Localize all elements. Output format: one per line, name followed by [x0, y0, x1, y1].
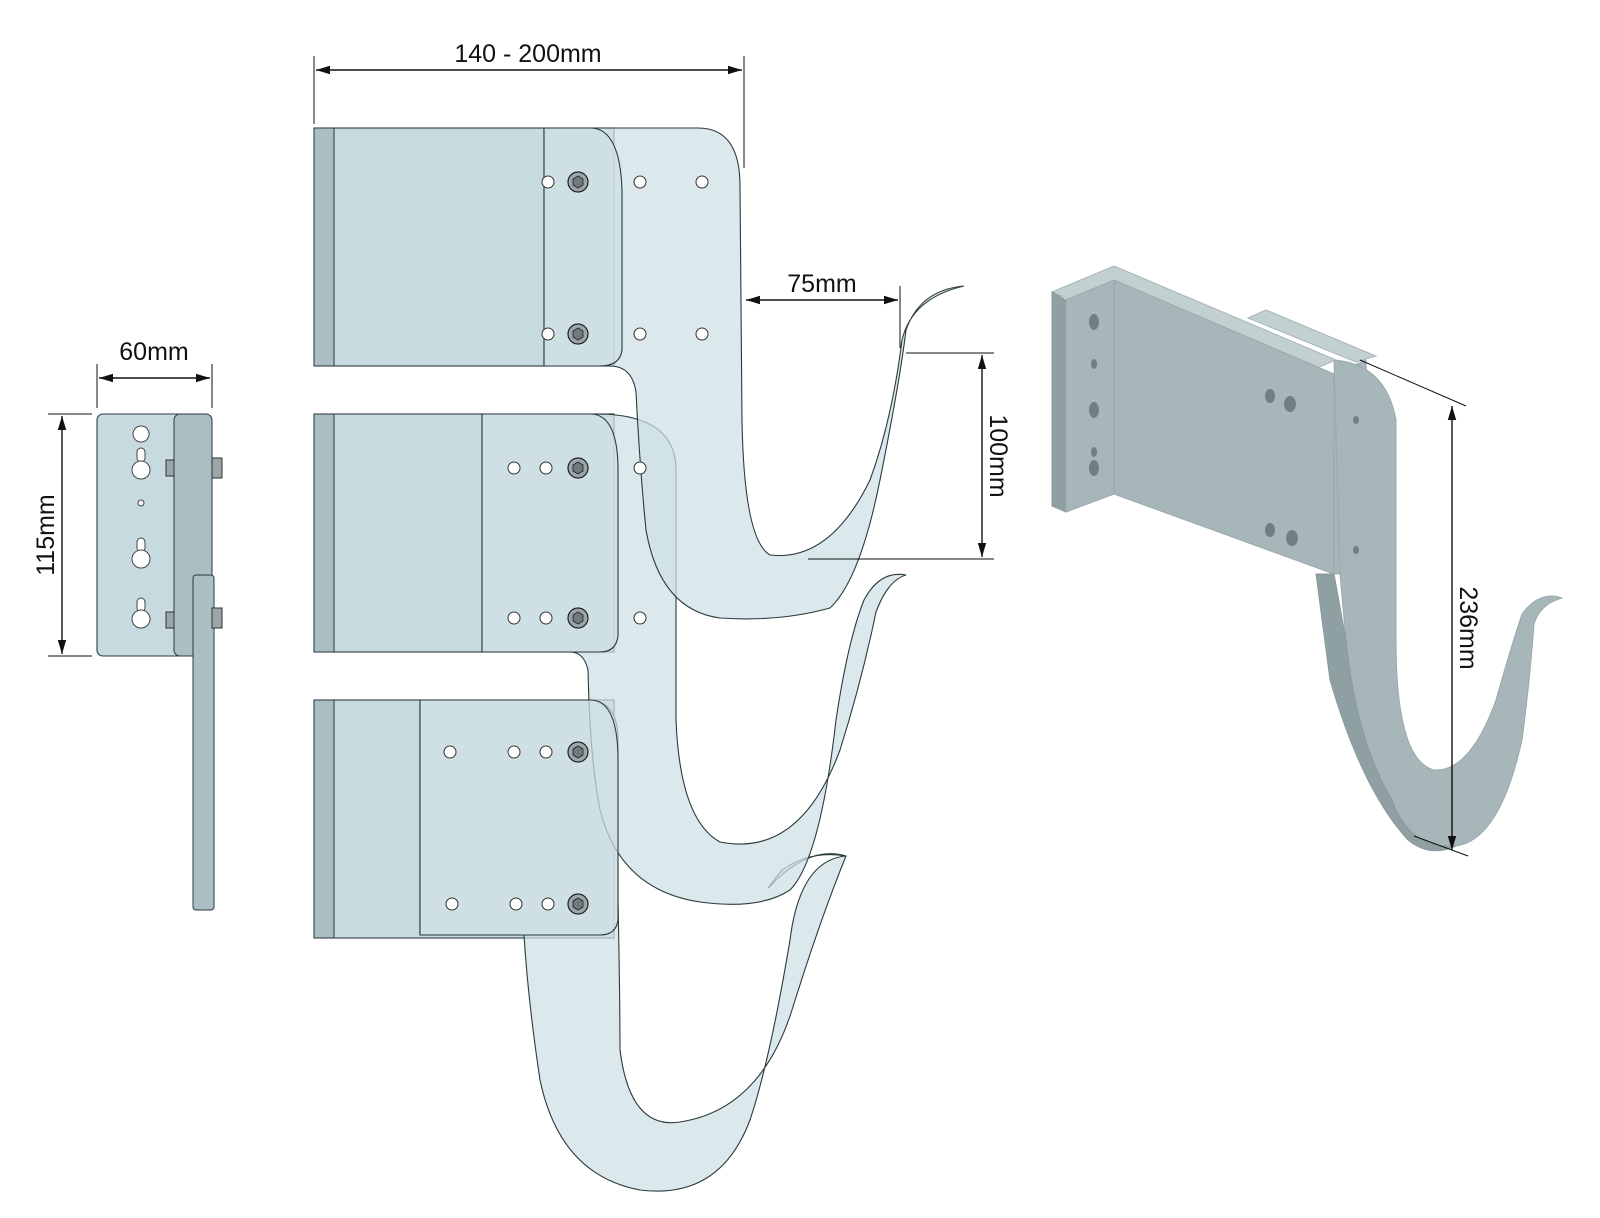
iso-holes [1089, 314, 1359, 554]
hook-depth-label: 100mm [984, 414, 1012, 497]
isometric-view: 236mm [1050, 265, 1564, 857]
front-view: 140 - 200mm 75mm 100mm [313, 40, 1012, 1192]
plate-height-label: 115mm [32, 494, 60, 576]
holes-top [541, 171, 709, 345]
side-view: 60mm 115mm [32, 338, 223, 911]
holes-middle [507, 457, 647, 629]
total-height-label: 236mm [1454, 586, 1482, 669]
width-range-label: 140 - 200mm [454, 40, 601, 68]
keyhole-slots [131, 425, 151, 629]
holes-bottom [443, 741, 589, 915]
plate-width-label: 60mm [119, 338, 188, 366]
side-hook-edge [192, 574, 215, 911]
hook-opening-label: 75mm [787, 270, 856, 298]
